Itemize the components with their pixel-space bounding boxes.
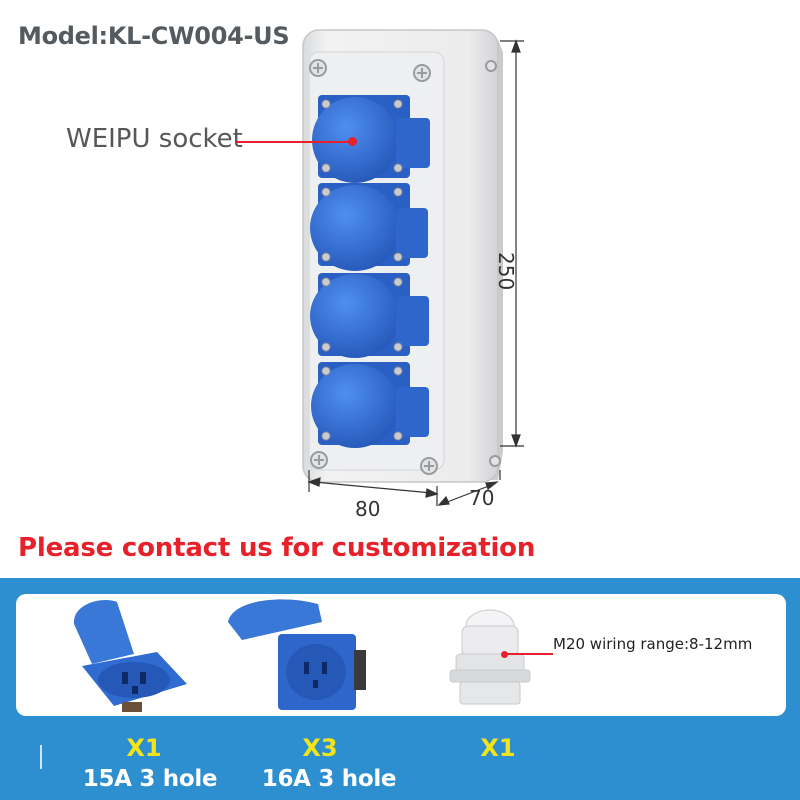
socket-16a-image — [228, 599, 366, 710]
socket-callout-leader — [236, 141, 352, 143]
wiring-callout-leader — [505, 653, 553, 655]
wiring-range-label: M20 wiring range:8-12mm — [553, 635, 753, 653]
socket-module-4 — [311, 362, 429, 448]
accessory-2-qty: X3 — [302, 734, 338, 762]
cable-gland-image — [449, 609, 531, 705]
band-divider — [40, 745, 42, 769]
socket-module-1 — [312, 95, 430, 183]
socket-15a-image — [73, 600, 187, 712]
dimension-depth-label: 70 — [469, 486, 495, 510]
accessory-3-qty: X1 — [480, 734, 516, 762]
screw-icons — [309, 59, 501, 475]
enclosure-illustration — [302, 29, 524, 506]
accessory-2-desc: 16A 3 hole — [261, 766, 397, 792]
dimension-lines — [307, 39, 524, 506]
dimension-height-label: 250 — [494, 252, 518, 291]
socket-callout-dot — [348, 137, 357, 146]
socket-module-2 — [310, 183, 428, 271]
model-title: Model:KL-CW004-US — [18, 22, 290, 50]
socket-callout-label: WEIPU socket — [66, 124, 243, 154]
accessory-1-desc: 15A 3 hole — [82, 766, 218, 792]
dimension-width-label: 80 — [355, 497, 381, 521]
customization-banner: Please contact us for customization — [18, 533, 536, 563]
socket-module-3 — [310, 273, 429, 358]
accessory-1-qty: X1 — [126, 734, 162, 762]
wiring-callout-dot — [501, 651, 508, 658]
